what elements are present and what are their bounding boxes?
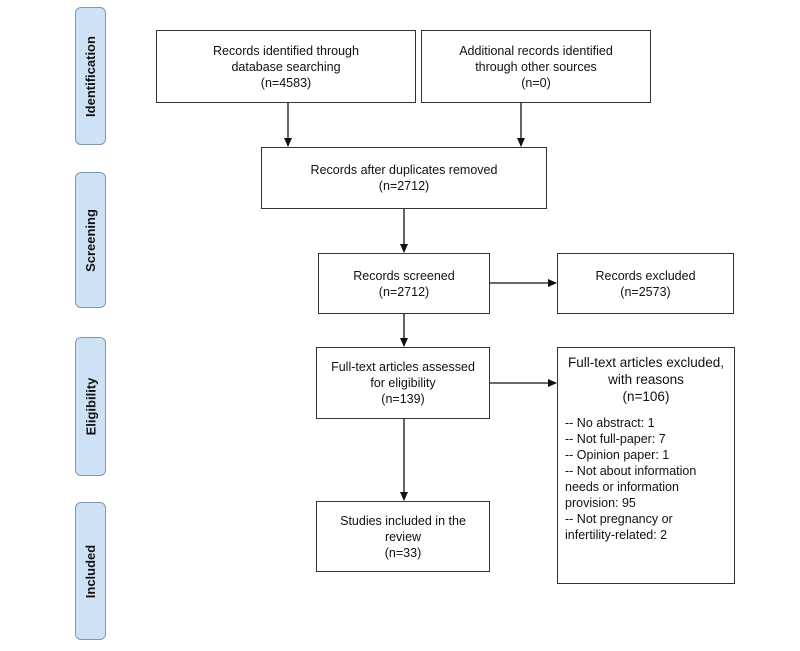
box-included-line-3: (n=33) bbox=[384, 545, 422, 560]
box-records-screened: Records screened (n=2712) bbox=[318, 253, 490, 314]
box-screened-line-1: Records screened bbox=[353, 268, 455, 283]
exclusion-reason: -- Not full-paper: 7 bbox=[565, 432, 666, 446]
exclusion-reason: provision: 95 bbox=[565, 496, 636, 510]
box-records-excluded: Records excluded (n=2573) bbox=[557, 253, 734, 314]
box-excluded-line-2: (n=2573) bbox=[620, 284, 671, 299]
box-fulltext-excluded: Full-text articles excluded, with reason… bbox=[557, 347, 735, 584]
exclusion-reason: -- Not pregnancy or bbox=[565, 512, 673, 526]
box-after-duplicates: Records after duplicates removed (n=2712… bbox=[261, 147, 547, 209]
fulltext-excluded-header-line-1: Full-text articles excluded, bbox=[567, 355, 725, 370]
box-after-duplicates-line-1: Records after duplicates removed bbox=[310, 163, 498, 177]
box-fulltext-assessed: Full-text articles assessed for eligibil… bbox=[316, 347, 490, 419]
box-records-database-line-3: (n=4583) bbox=[260, 75, 312, 90]
exclusion-reason: -- Not about information bbox=[565, 464, 697, 478]
box-fulltext-assessed-line-3: (n=139) bbox=[381, 392, 425, 406]
fulltext-excluded-header-line-3: (n=106) bbox=[622, 389, 670, 404]
box-included-line-2: review bbox=[384, 529, 422, 544]
box-records-other-sources: Additional records identified through ot… bbox=[421, 30, 651, 103]
phase-included: Included bbox=[75, 502, 106, 640]
fulltext-excluded-header-line-2: with reasons bbox=[608, 372, 684, 387]
phase-eligibility: Eligibility bbox=[75, 337, 106, 476]
box-other-sources-line-3: (n=0) bbox=[521, 75, 551, 90]
box-records-database-line-2: database searching bbox=[231, 59, 341, 74]
fulltext-excluded-reasons: -- No abstract: 1 -- Not full-paper: 7 -… bbox=[558, 405, 734, 543]
box-fulltext-assessed-line-1: Full-text articles assessed bbox=[331, 360, 475, 374]
exclusion-reason: -- No abstract: 1 bbox=[565, 416, 655, 430]
exclusion-reason: needs or information bbox=[565, 480, 679, 494]
box-after-duplicates-line-2: (n=2712) bbox=[378, 179, 430, 193]
box-included-line-1: Studies included in the bbox=[340, 513, 466, 528]
exclusion-reason: infertility-related: 2 bbox=[565, 528, 668, 542]
box-records-database: Records identified through database sear… bbox=[156, 30, 416, 103]
exclusion-reason: -- Opinion paper: 1 bbox=[565, 448, 670, 462]
phase-screening: Screening bbox=[75, 172, 106, 308]
fulltext-excluded-header: Full-text articles excluded, with reason… bbox=[558, 348, 734, 405]
box-other-sources-line-2: through other sources bbox=[475, 59, 597, 74]
box-screened-line-2: (n=2712) bbox=[378, 284, 430, 299]
box-other-sources-line-1: Additional records identified bbox=[459, 43, 613, 58]
box-studies-included: Studies included in the review (n=33) bbox=[316, 501, 490, 572]
box-records-database-line-1: Records identified through bbox=[213, 43, 359, 58]
phase-identification: Identification bbox=[75, 7, 106, 145]
box-excluded-line-1: Records excluded bbox=[595, 268, 696, 283]
box-fulltext-assessed-line-2: for eligibility bbox=[370, 376, 436, 390]
